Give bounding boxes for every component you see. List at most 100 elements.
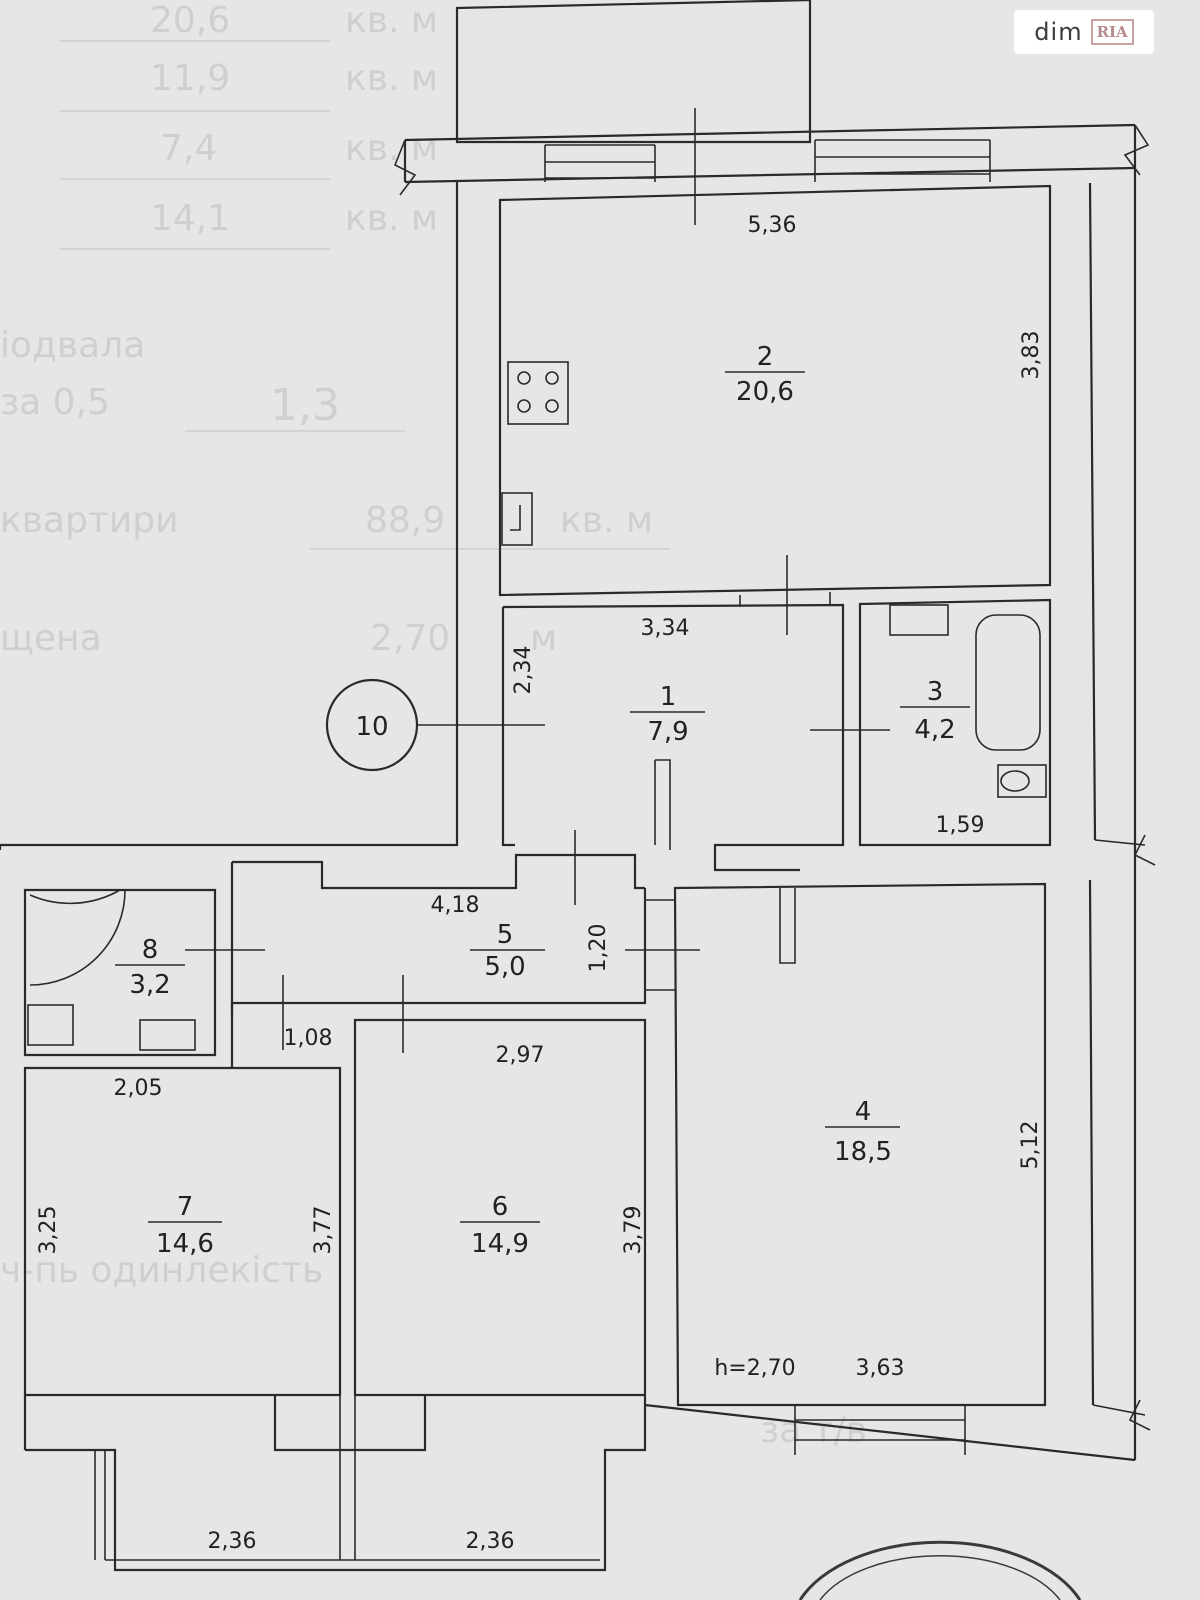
lower-balcony [23,1395,647,1572]
bg-text: кв. м [345,198,439,239]
bg-text: 2,70 [370,618,451,659]
corridor-top [0,845,645,1015]
bg-text: за 0,5 [0,382,110,423]
entrance-marker: 10 [325,678,545,772]
dim-room-6-depth: 3,79 [621,1206,646,1255]
bg-text: 88,9 [365,500,446,541]
room-3-outline [858,598,1052,847]
room-2-area: 20,6 [736,377,794,407]
door-frame [739,592,831,607]
door-markers [185,108,890,1053]
dim-wc-depth: 1,08 [284,1026,333,1051]
bottom-wall [644,1403,1136,1462]
bg-text: 14,1 [150,198,231,239]
room-2-outline [498,184,1052,597]
bg-text: ч-пь одинлекість [0,1250,324,1291]
official-stamp [798,1540,1082,1600]
shower-tray [29,889,126,986]
dim-ceiling-height: h=2,70 [714,1356,795,1381]
dim-corridor-length: 4,18 [431,893,480,918]
bg-rule [60,248,330,250]
room-1-left [501,607,515,847]
dim-balcony-right: 2,36 [466,1529,515,1554]
wc-sink-icon [139,1019,196,1051]
bg-text: іодвала [0,325,146,366]
dim-hall-depth: 2,34 [511,646,536,695]
room-1-number: 1 [660,682,677,712]
bg-rule [60,110,330,112]
room-5-number: 5 [497,920,514,950]
bg-text: за т/в [760,1410,867,1451]
room-4-area: 18,5 [834,1137,892,1167]
bg-text: щена [0,618,102,659]
sink-icon [889,604,949,636]
bg-text: кв. м [560,500,654,541]
break-mark [1092,1399,1151,1431]
room-2-number: 2 [757,342,774,372]
dim-balcony-left: 2,36 [208,1529,257,1554]
left-wall-upper [0,182,459,847]
kitchen-sink-icon [501,492,533,546]
logo-brand: dim [1034,18,1083,46]
bg-text: м [530,618,558,659]
dimria-logo[interactable]: dim RIA [1014,10,1154,54]
dim-corridor-width: 1,20 [586,924,611,973]
room-labels: 2 20,6 1 7,9 3 4,2 4 18,5 5 5,0 6 14,9 7… [115,342,970,1259]
break-mark [1094,834,1156,866]
room-1-area: 7,9 [647,717,688,747]
top-wall-ends [403,125,1137,182]
room-8-area: 3,2 [129,970,170,1000]
bg-text: 20,6 [150,0,231,41]
dim-room-7-depth-left: 3,25 [36,1206,61,1255]
room-3-area: 4,2 [914,715,955,745]
toilet-bowl [1000,770,1030,792]
bg-rule [185,430,405,432]
balcony-rails [94,1395,600,1561]
right-wall [1088,168,1137,1460]
room-6-number: 6 [492,1192,509,1222]
break-mark [393,139,417,196]
room-4-niche [779,888,796,964]
dim-wc-width: 2,05 [114,1076,163,1101]
dimension-labels: 5,36 3,83 3,34 2,34 1,59 4,18 1,20 1,08 … [36,213,1044,1554]
dim-room-7-depth-right: 3,77 [311,1206,336,1255]
bg-rule [60,178,330,180]
top-wall [404,123,1136,184]
balcony-divider [273,1395,427,1452]
toilet-icon [997,764,1047,798]
bg-text: 1,3 [270,380,340,431]
dim-bath-width: 1,59 [936,813,985,838]
dim-room-4-width: 3,63 [856,1356,905,1381]
shower-arc [29,889,121,905]
walls [0,0,1156,1572]
room-4-window [794,1405,966,1455]
bg-rule [310,548,670,550]
door-room-4 [645,899,675,991]
break-mark [1123,124,1150,176]
bg-text: 7,4 [160,128,218,169]
room-4-number: 4 [855,1097,872,1127]
room-3-number: 3 [927,677,944,707]
entrance-number: 10 [355,712,388,742]
bg-text: кв. м [345,0,439,41]
dim-hall-width: 3,34 [641,616,690,641]
bg-text: 11,9 [150,58,231,99]
room-8-number: 8 [142,935,159,965]
room-4-outline [673,882,1047,1407]
logo-badge: RIA [1090,19,1134,45]
stove-icon [507,361,569,425]
bg-text: кв. м [345,128,439,169]
dim-kitchen-depth: 3,83 [1019,331,1044,380]
dim-kitchen-width: 5,36 [748,213,797,238]
kitchen-window-left [544,144,656,182]
upper-balcony [455,0,812,144]
bg-text: кв. м [345,58,439,99]
kitchen-window-right [814,139,991,182]
room-7-number: 7 [177,1192,194,1222]
room-6-area: 14,9 [471,1229,529,1259]
room-7-area: 14,6 [156,1229,214,1259]
room-5-area: 5,0 [484,952,525,982]
bathtub [975,614,1041,751]
room-8-outline [23,888,217,1057]
dim-room-4-depth: 5,12 [1018,1121,1043,1170]
